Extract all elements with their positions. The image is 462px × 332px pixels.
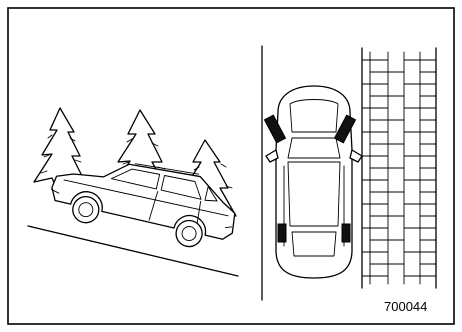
car-side-icon	[46, 143, 244, 256]
rear-wheel-icon	[342, 224, 350, 242]
top-view-scene	[264, 48, 436, 288]
slope-scene	[28, 108, 244, 276]
car-top-icon	[266, 86, 362, 278]
curb-wall-icon	[362, 48, 436, 288]
rear-wheel-icon	[278, 224, 286, 242]
figure-id-label: 700044	[384, 299, 427, 314]
figure-frame	[8, 8, 454, 324]
